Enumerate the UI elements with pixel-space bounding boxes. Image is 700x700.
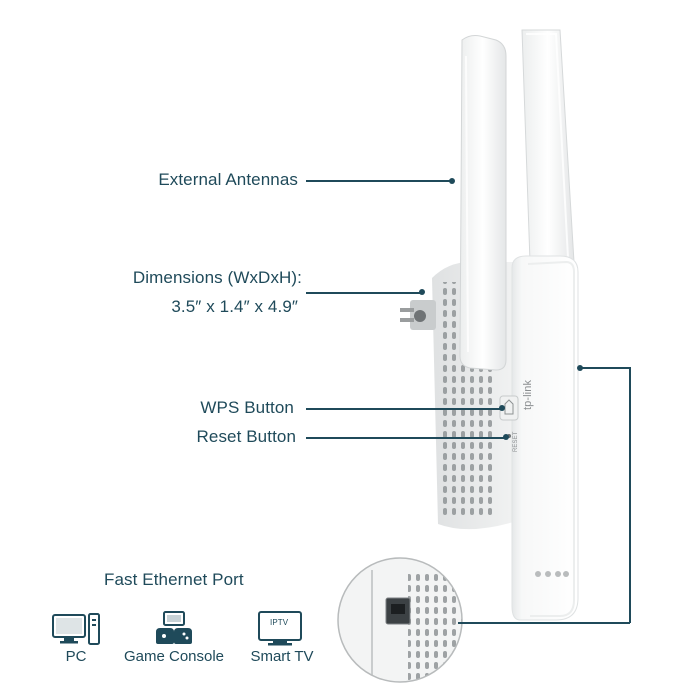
pc-icon: [52, 613, 100, 645]
port-leader-vertical: [629, 367, 631, 623]
tv-screen-text: IPTV: [270, 618, 289, 627]
ethernet-port-zoom: [337, 557, 463, 683]
ethernet-section-title: Fast Ethernet Port: [104, 570, 244, 589]
device-body: [511, 255, 579, 621]
wps-leader-dot: [499, 405, 505, 411]
wps-label: WPS Button: [200, 398, 294, 417]
wps-leader-line: [306, 408, 502, 410]
antennas-label: External Antennas: [158, 170, 298, 189]
pc-label: PC: [65, 648, 87, 665]
port-leader-horizontal-top: [580, 367, 630, 369]
reset-leader-dot: [503, 434, 509, 440]
game-console-icon: [156, 611, 192, 644]
antenna-right: [521, 29, 575, 263]
antennas-leader-line: [306, 180, 452, 182]
dimensions-leader-dot: [419, 289, 425, 295]
port-leader-horizontal-bottom: [458, 622, 630, 624]
dimensions-title: Dimensions (WxDxH):: [132, 268, 302, 287]
dimensions-value: 3.5″ x 1.4″ x 4.9″: [171, 297, 298, 316]
antenna-left: [459, 35, 507, 371]
reset-label: Reset Button: [196, 427, 296, 446]
status-leds: [535, 571, 569, 577]
smart-tv-label: Smart TV: [250, 648, 314, 665]
dimensions-leader-line: [306, 292, 422, 294]
smart-tv-icon: [258, 611, 302, 646]
antennas-leader-dot: [449, 178, 455, 184]
reset-mark: RESET: [513, 431, 519, 452]
brand-logo: tp-link: [522, 379, 534, 410]
reset-leader-line: [306, 437, 506, 439]
power-plug: [400, 300, 436, 330]
game-console-label: Game Console: [123, 648, 225, 665]
